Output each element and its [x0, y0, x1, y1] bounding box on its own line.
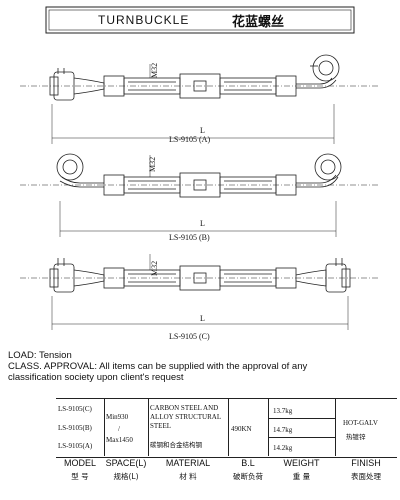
spec-table: LS-9105(C) LS-9105(B) LS-9105(A) Min930 …	[56, 398, 397, 458]
col-weight: WEIGHT 重 量	[283, 458, 320, 481]
notes: LOAD: Tension CLASS. APPROVAL: All items…	[8, 350, 398, 383]
dim-thread-c: M32	[150, 260, 159, 276]
model-c: LS-9105(C)	[58, 405, 92, 413]
turnbuckle-drawing-a	[20, 54, 380, 144]
material-cn: 碳钢和合金结构钢	[150, 441, 202, 449]
dim-thread-b: M32	[148, 156, 157, 172]
weight-a: 14.2kg	[273, 444, 293, 452]
spec-divider-3	[228, 398, 229, 456]
spec-divider-2	[148, 398, 149, 456]
weight-b: 14.7kg	[273, 426, 293, 434]
breaking-load: 490KN	[231, 425, 252, 433]
model-b: LS-9105(B)	[58, 424, 92, 432]
weight-c: 13.7kg	[273, 407, 293, 415]
space-max: Max1450	[106, 436, 133, 444]
finish-cn: 热镀锌	[346, 433, 366, 441]
col-finish: FINISH 表面处理	[351, 458, 381, 481]
dim-thread-a: M32	[150, 62, 159, 78]
finish-en: HOT-GALV	[343, 419, 378, 427]
col-bl: B.L 破断负荷	[233, 458, 263, 481]
weight-row-sep-2	[268, 437, 335, 438]
turnbuckle-drawing-b	[20, 153, 380, 237]
space-min: Min930	[106, 413, 129, 421]
dim-length-b: L	[200, 219, 205, 228]
model-a: LS-9105(A)	[58, 442, 93, 450]
material-en: CARBON STEEL AND ALLOY STRUCTURAL STEEL	[150, 404, 221, 430]
turnbuckle-drawing-c	[20, 254, 380, 330]
spec-divider-1	[104, 398, 105, 456]
caption-a: LS-9105 (A)	[169, 135, 211, 144]
space-sep: /	[118, 425, 120, 433]
spec-divider-4	[268, 398, 269, 456]
dim-length-c: L	[200, 314, 205, 323]
load-note: LOAD: Tension	[8, 350, 72, 361]
class-approval-note: CLASS. APPROVAL: All items can be suppli…	[8, 361, 308, 383]
caption-c: LS-9105 (C)	[169, 332, 210, 341]
col-model: MODEL 型 号	[63, 458, 96, 481]
caption-b: LS-9105 (B)	[169, 233, 210, 242]
page-title: TURNBUCKLE	[98, 13, 190, 27]
dim-length-a: L	[200, 126, 205, 135]
spec-divider-5	[335, 398, 336, 456]
title-frame	[45, 6, 355, 34]
col-material: MATERIAL 材 料	[165, 458, 211, 481]
page-title-cn: 花蓝螺丝	[232, 15, 285, 30]
weight-row-sep-1	[268, 418, 335, 419]
col-space: SPACE(L) 规格(L)	[105, 458, 147, 481]
